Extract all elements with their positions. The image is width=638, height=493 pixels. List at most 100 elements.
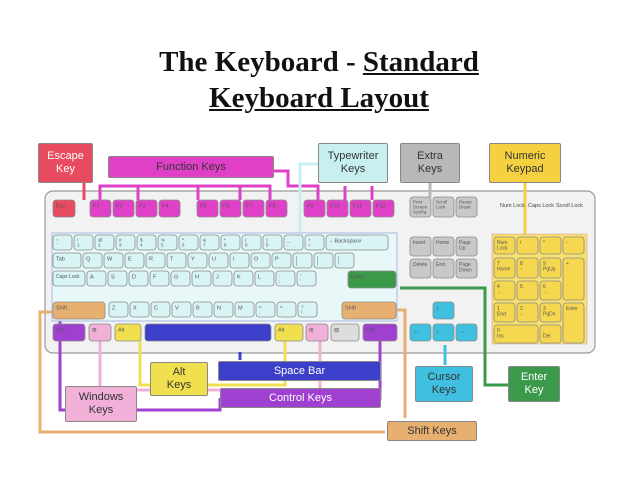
navigation-key <box>455 236 478 257</box>
numpad-key <box>539 236 562 255</box>
letter-key <box>108 301 129 318</box>
windows-key <box>88 323 112 342</box>
left-shift-key <box>52 301 106 320</box>
letter-key <box>297 301 318 318</box>
key-label: U <box>212 257 216 263</box>
right-alt-key <box>274 323 304 342</box>
key-label: X <box>133 306 137 312</box>
key-label: O <box>254 257 259 263</box>
extra-key <box>409 196 432 218</box>
key-label: P <box>275 257 279 263</box>
key-label: H <box>195 275 199 281</box>
right-ctrl-key <box>362 323 398 342</box>
extra-callout: Extra Keys <box>400 143 460 183</box>
letter-key <box>128 270 149 287</box>
key-label: Shift <box>56 306 67 312</box>
number-key <box>94 234 115 251</box>
numpad-key <box>516 236 539 255</box>
key-label: >. <box>280 305 283 315</box>
number-key <box>262 234 283 251</box>
key-label: F <box>153 275 157 281</box>
key-label: L <box>258 275 261 281</box>
key-label: 6→ <box>543 284 548 296</box>
number-key <box>157 234 178 251</box>
tab-key <box>52 252 82 269</box>
key-label: Home <box>436 240 450 246</box>
extra-key <box>455 196 478 218</box>
letter-key <box>208 252 229 269</box>
enter-key <box>347 270 397 289</box>
key-label: C <box>154 306 158 312</box>
function-key <box>112 199 135 218</box>
letter-key <box>171 301 192 318</box>
arrow-up-key <box>432 301 455 320</box>
key-label: $4 <box>140 238 143 248</box>
key-label: I <box>233 257 235 263</box>
key-label: .Del <box>543 328 551 340</box>
key-label: <, <box>259 305 262 315</box>
letter-key <box>233 270 254 287</box>
function-key <box>303 199 326 218</box>
menu-key <box>330 323 360 342</box>
letter-key <box>124 252 145 269</box>
letter-key <box>250 252 271 269</box>
space-bar <box>144 323 272 342</box>
number-key <box>220 234 241 251</box>
navigation-key <box>432 236 455 257</box>
function-connector <box>98 184 272 200</box>
key-label: !1 <box>77 238 80 248</box>
key-label: End <box>436 262 445 268</box>
key-label: F2 <box>116 204 122 210</box>
key-label: |\ <box>338 256 340 266</box>
key-label: J <box>216 275 219 281</box>
key-label: #3 <box>119 238 122 248</box>
letter-key <box>86 270 107 287</box>
key-label: R <box>149 257 153 263</box>
function-key <box>196 199 219 218</box>
function-key <box>89 199 112 218</box>
letter-key <box>166 252 187 269</box>
key-label: G <box>174 275 178 281</box>
key-label: :; <box>279 274 280 284</box>
control-callout: Control Keys <box>220 388 381 408</box>
numpad-key <box>562 257 585 301</box>
key-label: ←Backspace <box>329 239 361 245</box>
key-label: Tab <box>56 257 65 263</box>
key-label: "' <box>300 274 302 284</box>
key-label: 8↑ <box>520 261 523 273</box>
key-label: B <box>196 306 200 312</box>
key-label: A <box>90 275 94 281</box>
number-key <box>178 234 199 251</box>
key-label: Alt <box>118 328 125 334</box>
title-prefix: The Keyboard - <box>159 46 363 78</box>
key-label: %5 <box>161 238 165 248</box>
key-label: {[ <box>296 256 298 266</box>
number-key <box>52 234 73 251</box>
letter-key <box>296 270 317 287</box>
key-label: F12 <box>376 204 385 210</box>
typewriter-connector <box>298 162 318 235</box>
function-callout: Function Keys <box>108 156 274 178</box>
key-label: 2↓ <box>520 306 523 318</box>
key-label: Esc <box>56 204 65 210</box>
extra-key <box>432 196 455 218</box>
key-label: (9 <box>245 238 248 248</box>
escape-callout: Escape Key <box>38 143 93 183</box>
key-label: + <box>566 261 569 267</box>
lock-light-label: Caps Lock <box>528 203 554 209</box>
caps-lock-key <box>52 270 86 287</box>
numpad-key <box>516 280 539 301</box>
key-label: 5 <box>520 284 523 290</box>
navigation-key <box>409 258 432 279</box>
key-label: ▤ <box>334 328 340 334</box>
key-label: Alt <box>278 328 285 334</box>
key-label: @2 <box>98 238 103 248</box>
key-label: *8 <box>224 238 227 248</box>
letter-key <box>150 301 171 318</box>
